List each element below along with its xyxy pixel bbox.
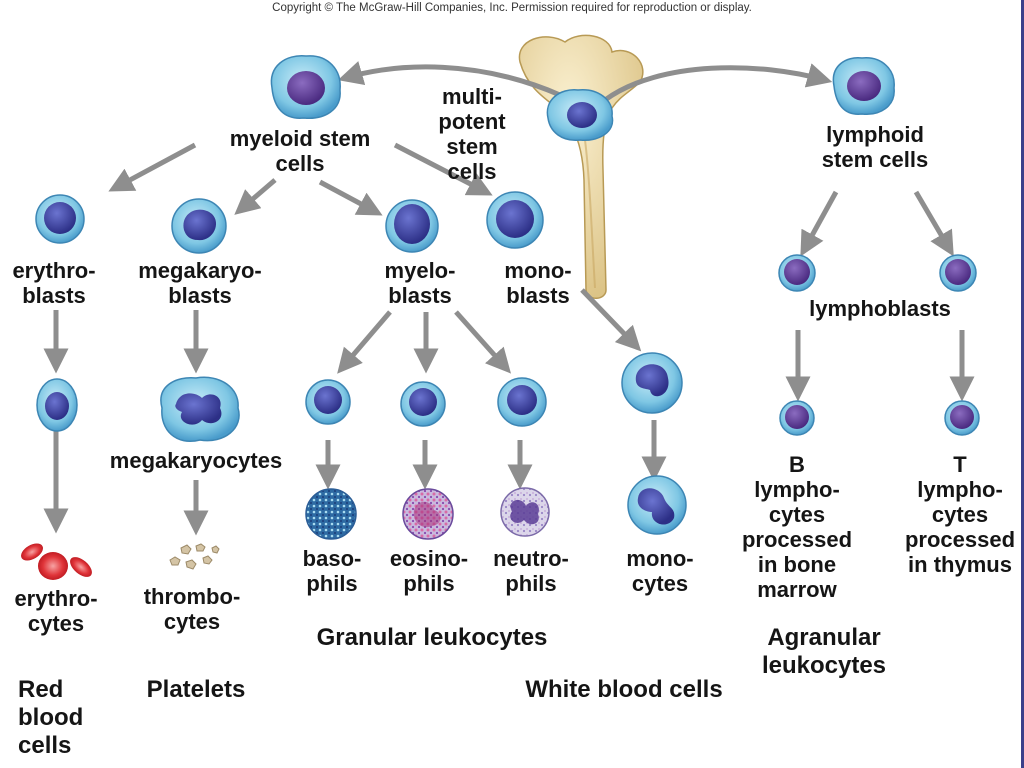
label-megakaryoblasts: megakaryo- blasts bbox=[138, 258, 262, 308]
basophil-cell bbox=[305, 488, 357, 540]
neutrophil-precursor-cell bbox=[497, 377, 547, 427]
lymphoblast-cell-t bbox=[939, 254, 977, 292]
b-lymphocyte-precursor-cell bbox=[779, 400, 815, 436]
label-eosinophils: eosino- phils bbox=[389, 546, 469, 596]
arrow-multipotent-to-myeloid bbox=[337, 61, 562, 98]
erythroblast-cell bbox=[35, 194, 85, 244]
myeloid-stem-cell bbox=[270, 55, 341, 119]
multipotent-stem-cell bbox=[546, 89, 614, 141]
erythroblast-late-cell bbox=[36, 378, 78, 432]
label-basophils: baso- phils bbox=[302, 546, 362, 596]
label-thrombocytes: thrombo- cytes bbox=[143, 584, 241, 634]
eosinophil-cell bbox=[402, 488, 454, 540]
label-myeloblasts: myelo- blasts bbox=[384, 258, 456, 308]
lymphoblast-cell-b bbox=[778, 254, 816, 292]
t-lymphocyte-precursor-cell bbox=[944, 400, 980, 436]
cells bbox=[21, 55, 980, 580]
label-monocytes: mono- cytes bbox=[626, 546, 694, 596]
category-granular-leukocytes: Granular leukocytes bbox=[316, 624, 548, 651]
label-neutrophils: neutro- phils bbox=[493, 546, 569, 596]
eosinophil-precursor-cell bbox=[400, 381, 446, 427]
arrow-multipotent-to-lymphoid bbox=[603, 63, 833, 103]
erythrocyte-cells bbox=[21, 543, 92, 580]
label-b-lymphocytes: B lympho- cytes processed in bone marrow bbox=[741, 452, 853, 602]
myeloblast-cell bbox=[385, 199, 439, 253]
thrombocyte-fragments bbox=[169, 543, 220, 570]
megakaryocyte-cell bbox=[160, 376, 240, 442]
megakaryoblast-cell bbox=[171, 198, 227, 254]
label-myeloid-stem-cells: myeloid stem cells bbox=[229, 126, 371, 176]
label-megakaryocytes: megakaryocytes bbox=[109, 448, 283, 473]
label-erythroblasts: erythro- blasts bbox=[12, 258, 96, 308]
label-multipotent-stem-cells: multi- potent stem cells bbox=[438, 84, 506, 184]
label-monoblasts: mono- blasts bbox=[504, 258, 572, 308]
neutrophil-cell bbox=[500, 487, 550, 537]
category-platelets: Platelets bbox=[146, 676, 246, 703]
label-lymphoid-stem-cells: lymphoid stem cells bbox=[821, 122, 929, 172]
lymphoid-stem-cell bbox=[832, 57, 895, 115]
label-erythrocytes: erythro- cytes bbox=[14, 586, 98, 636]
category-white-blood-cells: White blood cells bbox=[525, 676, 723, 703]
lineage-arrows bbox=[43, 142, 975, 536]
basophil-precursor-cell bbox=[305, 379, 351, 425]
category-red-blood-cells: Red blood cells bbox=[18, 676, 84, 759]
right-edge-border bbox=[1021, 0, 1024, 768]
promonocyte-cell bbox=[621, 352, 683, 414]
label-t-lymphocytes: T lympho- cytes processed in thymus bbox=[904, 452, 1016, 577]
copyright-notice: Copyright © The McGraw-Hill Companies, I… bbox=[272, 2, 752, 14]
monocyte-cell bbox=[627, 475, 687, 535]
label-lymphoblasts: lymphoblasts bbox=[809, 296, 951, 321]
monoblast-cell bbox=[486, 191, 544, 249]
category-agranular-leukocytes: Agranular leukocytes bbox=[761, 624, 887, 679]
